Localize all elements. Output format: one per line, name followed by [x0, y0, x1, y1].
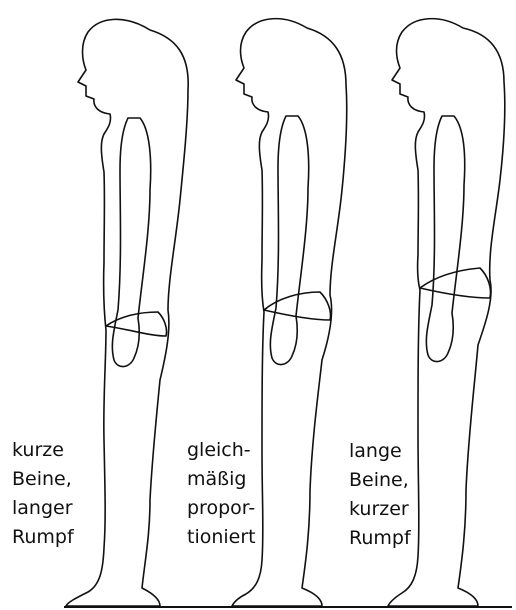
figure-2-arm	[270, 116, 308, 365]
caption-line: lange	[349, 437, 411, 466]
caption-line: langer	[12, 494, 74, 523]
caption-line: gleich-	[187, 436, 256, 465]
figure-3-arm	[426, 116, 464, 362]
caption-line: propor-	[187, 494, 256, 523]
figure-1-outline	[66, 19, 188, 606]
caption-proportional: gleich- mäßig propor- tioniert	[187, 436, 256, 552]
caption-line: Beine,	[12, 465, 74, 494]
caption-short-legs: kurze Beine, langer Rumpf	[12, 436, 74, 552]
caption-line: tioniert	[187, 523, 256, 552]
caption-long-legs: lange Beine, kurzer Rumpf	[349, 437, 411, 553]
caption-line: kurzer	[349, 495, 411, 524]
caption-line: Beine,	[349, 466, 411, 495]
caption-line: mäßig	[187, 465, 256, 494]
figure-short-legs	[66, 19, 188, 606]
caption-line: Rumpf	[349, 524, 411, 553]
caption-line: kurze	[12, 436, 74, 465]
caption-line: Rumpf	[12, 523, 74, 552]
figure-1-arm	[112, 118, 150, 367]
